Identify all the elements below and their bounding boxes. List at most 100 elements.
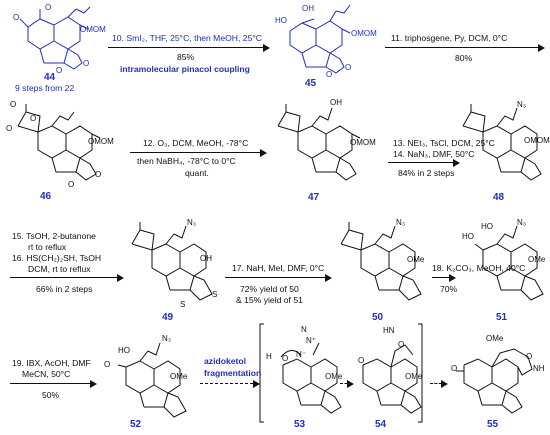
compound-label-47: 47: [308, 192, 320, 203]
reaction-arrow-17: [225, 273, 332, 282]
structure-47: [277, 104, 361, 181]
structure-46: [17, 104, 101, 181]
structure-53: [280, 342, 342, 414]
compound-label-48: 48: [493, 192, 505, 203]
step-11-conditions: 11. triphosgene, Py, DCM, 0°C: [391, 33, 508, 43]
atom-O: O: [326, 70, 333, 79]
step-12-conditions-1: 12. O₃, DCM, MeOH, -78°C: [143, 138, 249, 148]
structure-48: [462, 104, 542, 181]
compound-label-46: 46: [40, 191, 52, 202]
step-19-conditions-1: 19. IBX, AcOH, DMF: [12, 358, 91, 368]
atom-O: O: [358, 356, 365, 365]
step-13-yield: 84% in 2 steps: [398, 168, 455, 178]
atom-OMe: OMe: [170, 372, 188, 381]
reaction-arrow-15: [10, 273, 124, 282]
atom-OMOM: OMOM: [80, 25, 106, 34]
atom-OH: OH: [200, 254, 212, 263]
step-15-yield: 66% in 2 steps: [36, 284, 93, 294]
atom-N: N: [301, 325, 307, 334]
atom-O: O: [95, 170, 102, 179]
structure-54: [362, 344, 422, 414]
atom-HN: HN: [383, 326, 395, 335]
step-11-yield: 80%: [455, 53, 473, 63]
step-17-yield-1: 72% yield of 50: [240, 284, 299, 294]
atom-HO: HO: [118, 346, 130, 355]
step-10-conditions: 10. SmI₂, THF, 25°C, then MeOH, 25°C: [112, 33, 262, 43]
atom-N3: N₃: [396, 218, 406, 227]
atom-HO: HO: [481, 222, 493, 231]
atom-OMe: OMe: [528, 255, 546, 264]
atom-O: O: [83, 59, 90, 68]
fragmentation-label-2: fragmentation: [204, 368, 262, 378]
atom-O: O: [30, 114, 37, 123]
compound-label-44: 44: [44, 72, 56, 83]
reaction-arrow-13: [388, 158, 460, 167]
atom-OMOM: OMOM: [88, 137, 114, 146]
atom-S: S: [212, 290, 218, 299]
compound-label-45: 45: [305, 78, 317, 89]
compound-label-50: 50: [372, 312, 384, 323]
atom-OMe: OMe: [405, 372, 423, 381]
atom-N-plus: N⁺: [306, 336, 316, 345]
step-15-conditions-2: rt to reflux: [28, 242, 67, 252]
atom-O: O: [345, 63, 352, 72]
atom-N-minus: N⁻: [296, 350, 306, 359]
compound-label-53: 53: [294, 419, 306, 430]
atom-OH: OH: [302, 4, 314, 13]
atom-N3: N₃: [187, 218, 197, 227]
atom-O: O: [6, 124, 13, 133]
atom-O: O: [282, 354, 289, 363]
atom-NH: NH: [533, 364, 545, 373]
structure-52: [117, 342, 187, 418]
compound-label-49: 49: [162, 312, 174, 323]
atom-O: O: [10, 100, 17, 109]
step-17-conditions: 17. NaH, MeI, DMF, 0°C: [232, 263, 325, 273]
structure-44: [19, 6, 91, 70]
fragmentation-arrow: [200, 379, 260, 388]
step-19-yield: 50%: [42, 390, 60, 400]
structure-49: [131, 222, 213, 301]
atom-HO: HO: [462, 232, 474, 241]
reaction-arrow-18: [432, 273, 456, 282]
atom-OMe: OMe: [486, 334, 504, 343]
step-12-conditions-2: then NaBH₄, -78°C to 0°C: [137, 156, 236, 166]
atom-O: O: [451, 364, 458, 373]
atom-HO: HO: [275, 16, 287, 25]
compound-label-55: 55: [487, 419, 499, 430]
atom-OMOM: OMOM: [351, 29, 377, 38]
atom-H: H: [266, 352, 272, 361]
reaction-arrow-12: [130, 148, 267, 157]
step-14-conditions: 14. NaN₃, DMF, 50°C: [393, 149, 475, 159]
atom-O: O: [398, 340, 405, 349]
atom-O: O: [13, 13, 20, 22]
final-arrow: [430, 379, 448, 388]
intermediate-bracket: [259, 323, 423, 423]
atom-OMe: OMe: [325, 372, 343, 381]
atom-N3: N₃: [162, 334, 172, 343]
step-18-conditions: 18. K₂CO₃, MeOH, 40°C: [432, 263, 526, 273]
compound-label-51: 51: [496, 312, 508, 323]
atom-O: O: [45, 3, 52, 12]
step-12-yield: quant.: [185, 168, 209, 178]
atom-O: O: [526, 352, 533, 361]
step-10-highlight: intramolecular pinacol coupling: [120, 64, 250, 74]
atom-N3: N₃: [517, 100, 527, 109]
compound-label-54: 54: [375, 419, 387, 430]
atom-N3: N₃: [517, 218, 527, 227]
atom-O: O: [56, 66, 63, 75]
atom-OMOM: OMOM: [350, 138, 376, 147]
atom-S: S: [180, 300, 186, 309]
structure-51: [474, 225, 544, 301]
step-10-yield: 85%: [177, 52, 195, 62]
step-13-conditions: 13. NEt₃, TsCl, DCM, 25°C: [393, 138, 495, 148]
structure-50: [340, 222, 422, 301]
intermediate-arrow: [340, 379, 354, 388]
step-15-conditions-1: 15. TsOH, 2-butanone: [12, 231, 96, 241]
structure-45: [289, 4, 351, 74]
compound-label-52: 52: [130, 419, 142, 430]
fragmentation-label-1: azidoketol: [204, 356, 247, 366]
step-16-conditions-1: 16. HS(CH₂)₂SH, TsOH: [12, 253, 102, 263]
compound-44-note: 9 steps from 22: [15, 83, 75, 93]
structure-55: [456, 348, 533, 414]
atom-O: O: [104, 360, 111, 369]
